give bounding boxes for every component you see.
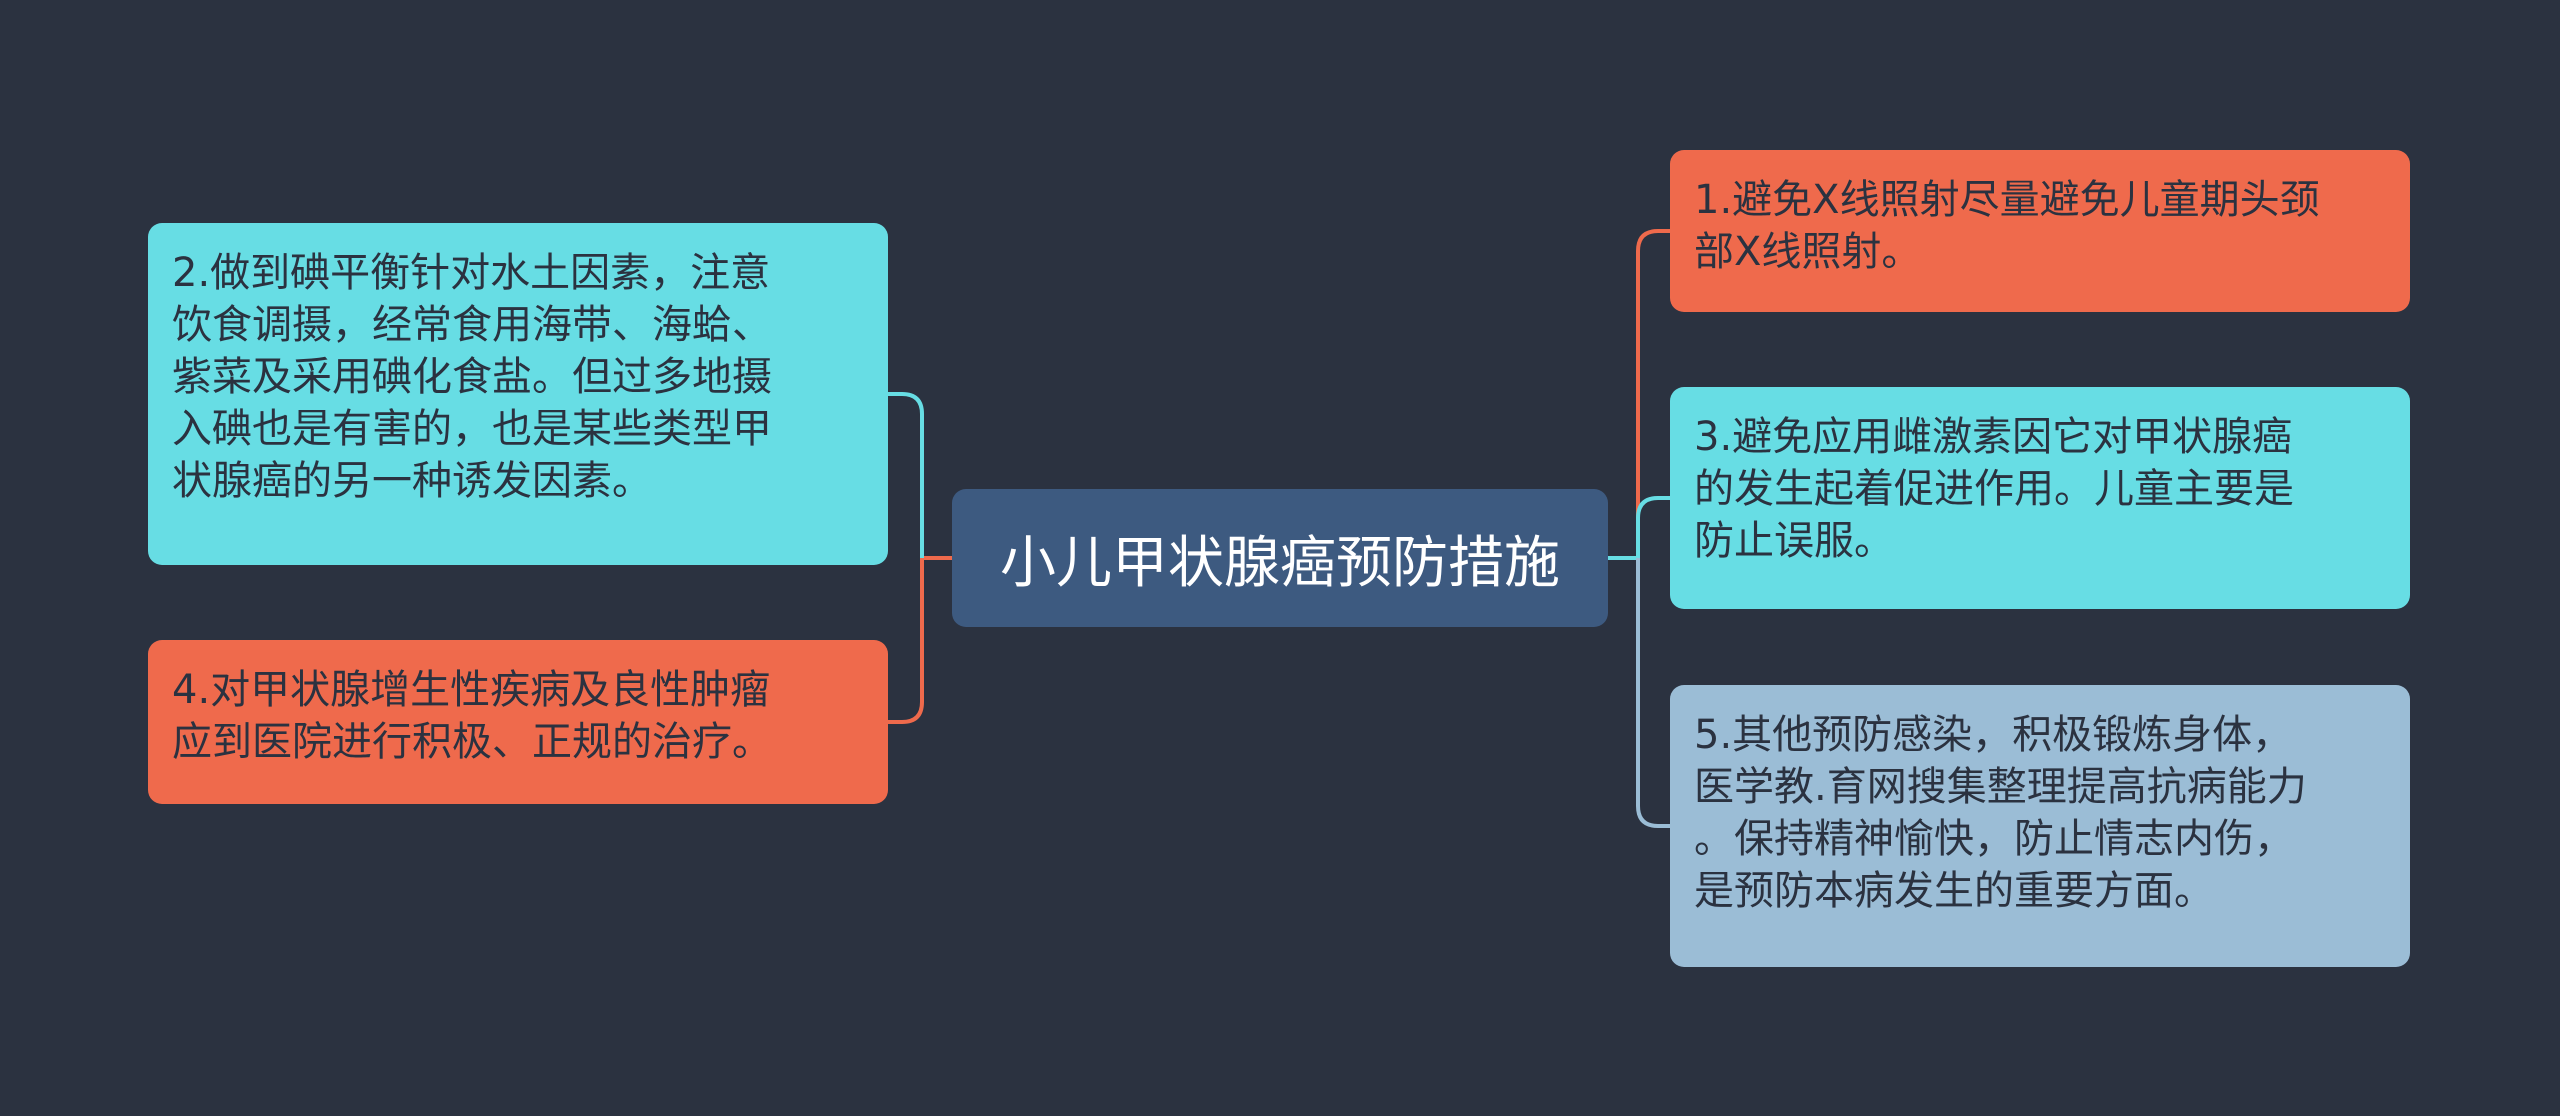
central-topic[interactable]: 小儿甲状腺癌预防措施 — [952, 489, 1608, 627]
connector-to-node-4 — [888, 558, 924, 724]
node-4-treat-thyroid-disease[interactable]: 4.对甲状腺增生性疾病及良性肿瘤 应到医院进行积极、正规的治疗。 — [148, 640, 888, 804]
central-topic-label: 小儿甲状腺癌预防措施 — [1000, 530, 1560, 596]
node-5-other-prevention[interactable]: 5.其他预防感染，积极锻炼身体， 医学教.育网搜集整理提高抗病能力 。保持精神愉… — [1670, 685, 2410, 967]
node-1-avoid-xray[interactable]: 1.避免X线照射尽量避免儿童期头颈 部X线照射。 — [1670, 150, 2410, 312]
connector-to-node-3 — [1636, 496, 1670, 558]
node-2-iodine-balance[interactable]: 2.做到碘平衡针对水土因素，注意 饮食调摄，经常食用海带、海蛤、 紫菜及采用碘化… — [148, 223, 888, 565]
connector-to-node-1 — [1636, 229, 1670, 558]
connector-to-node-2 — [888, 392, 924, 558]
connector-to-node-5 — [1636, 558, 1670, 828]
node-3-avoid-estrogen[interactable]: 3.避免应用雌激素因它对甲状腺癌 的发生起着促进作用。儿童主要是 防止误服。 — [1670, 387, 2410, 609]
